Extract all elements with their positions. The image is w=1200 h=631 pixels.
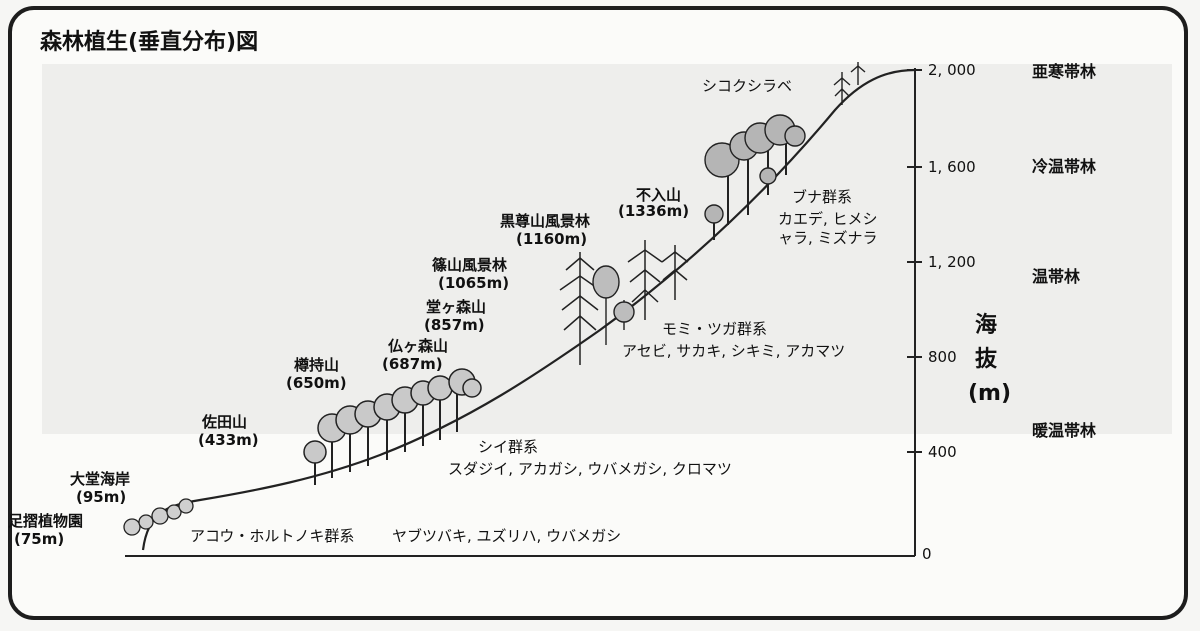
community-shii-species: スダジイ, アカガシ, ウバメガシ, クロマツ — [448, 460, 732, 478]
community-akou-species: ヤブツバキ, ユズリハ, ウバメガシ — [392, 527, 622, 545]
community-shikoku-shirabe: シコクシラベ — [702, 77, 793, 95]
community-buna-species: カエデ, ヒメシ — [778, 210, 878, 228]
place-elevation: (1160m) — [516, 230, 588, 248]
community-momi-tsuga-species: アセビ, サカキ, シキミ, アカマツ — [622, 342, 846, 360]
zone-cool-temperate: 冷温帯林 — [1032, 157, 1097, 176]
community-akou-hortonoki: アコウ・ホルトノキ群系 — [190, 527, 355, 545]
place-name: 仏ヶ森山 — [388, 337, 449, 355]
subalpine-fir-trees — [833, 62, 866, 105]
place-name: 不入山 — [636, 186, 682, 204]
place-elevation: (433m) — [198, 431, 259, 449]
place-elevation: (1336m) — [618, 202, 690, 220]
zone-subarctic: 亜寒帯林 — [1032, 62, 1097, 81]
place-name: 大堂海岸 — [70, 470, 131, 488]
place-elevation: (75m) — [14, 530, 65, 548]
tick-label-1600: 1, 600 — [928, 158, 976, 176]
place-elevation: (650m) — [286, 374, 347, 392]
community-buna-species: ャラ, ミズナラ — [778, 229, 878, 247]
place-name: 黒尊山風景林 — [500, 212, 591, 230]
place-elevation: (687m) — [382, 355, 443, 373]
community-shii: シイ群系 — [478, 438, 539, 456]
place-elevation: (95m) — [76, 488, 127, 506]
community-momi-tsuga: モミ・ツガ群系 — [662, 320, 768, 338]
tick-label-800: 800 — [928, 348, 957, 366]
conifer-trees — [559, 240, 689, 365]
tick-label-1200: 1, 200 — [928, 253, 976, 271]
place-name: 篠山風景林 — [432, 256, 508, 274]
tick-label-400: 400 — [928, 443, 957, 461]
tick-label-0: 0 — [922, 545, 932, 563]
coastal-shrubs — [123, 498, 194, 536]
axis-title-kai: 海 — [975, 313, 998, 338]
diagram-title: 森林植生(垂直分布)図 — [40, 30, 259, 55]
mountain-slope — [141, 68, 916, 551]
zone-temperate: 温帯林 — [1032, 267, 1081, 286]
community-buna: ブナ群系 — [792, 188, 853, 206]
tick-label-2000: 2, 000 — [928, 61, 976, 79]
zone-warm-temperate: 暖温帯林 — [1032, 421, 1097, 440]
place-name: 堂ヶ森山 — [426, 298, 487, 316]
place-elevation: (1065m) — [438, 274, 510, 292]
beech-forest-trees — [704, 114, 806, 240]
axis-unit: (m) — [968, 381, 1012, 406]
place-name: 佐田山 — [202, 413, 248, 431]
place-name: 樽持山 — [294, 356, 340, 374]
diagram-background-panel — [42, 64, 1172, 434]
mixed-broadleaf-trees — [592, 265, 635, 345]
axis-title-batsu: 抜 — [975, 347, 998, 372]
shii-forest-trees — [303, 368, 482, 485]
place-name: 足摺植物園 — [8, 512, 84, 530]
place-elevation: (857m) — [424, 316, 485, 334]
